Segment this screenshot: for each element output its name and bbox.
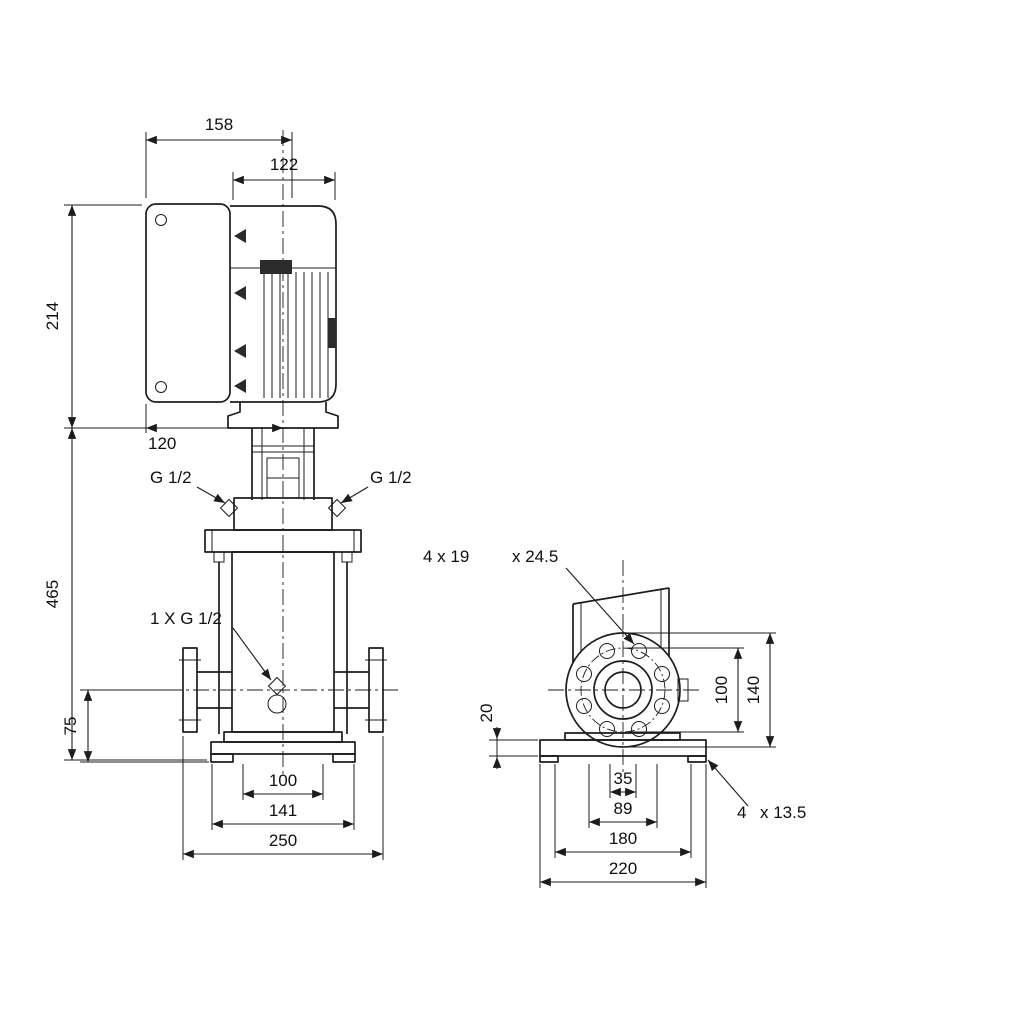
flange-outer-circle <box>565 632 681 748</box>
discharge-flange <box>368 647 384 733</box>
staybolt-nut <box>213 551 225 563</box>
dim-250-label: 250 <box>269 831 297 850</box>
dim-140-label: 140 <box>744 676 763 704</box>
control-box <box>145 203 231 403</box>
motor-fins <box>263 272 329 398</box>
dim-100-side-label: 100 <box>712 676 731 704</box>
label-drain-port: 1 X G 1/2 <box>150 609 222 628</box>
pump-foot-side <box>564 732 681 741</box>
label-g12-right: G 1/2 <box>370 468 412 487</box>
dim-180-label: 180 <box>609 829 637 848</box>
baseplate-side <box>539 739 707 757</box>
dim-465-label: 465 <box>43 580 62 608</box>
side-plug-tab <box>677 678 689 702</box>
terminal-block <box>260 260 292 274</box>
label-flange-holes-a: 4 x 19 <box>423 547 469 566</box>
side-view <box>539 560 707 776</box>
dim-100-front-label: 100 <box>269 771 297 790</box>
clip-icons <box>234 229 246 393</box>
suction-flange <box>182 647 198 733</box>
dim-214-label: 214 <box>43 302 62 330</box>
dim-20-label: 20 <box>477 704 496 723</box>
flange-face <box>565 632 689 748</box>
dim-120-label: 120 <box>148 434 176 453</box>
raised-face-circle <box>593 660 653 720</box>
coupling-section <box>251 428 315 500</box>
base-side <box>539 732 707 763</box>
screw-icon <box>155 381 167 393</box>
staybolts <box>218 562 348 734</box>
dim-75-label: 75 <box>61 717 80 736</box>
dim-89-label: 89 <box>614 799 633 818</box>
front-view <box>145 130 400 774</box>
dim-141-label: 141 <box>269 801 297 820</box>
dim-220-label: 220 <box>609 859 637 878</box>
port-flanges <box>179 647 387 733</box>
label-g12-left: G 1/2 <box>150 468 192 487</box>
vent-plug-left <box>219 498 239 518</box>
bolt-circle <box>580 647 666 733</box>
front-view-dimensions: 158 122 214 465 120 G 1/2 G 1/2 1 X G 1/… <box>43 115 412 860</box>
label-flange-holes-b: x 24.5 <box>512 547 558 566</box>
label-base-holes-a: 4 <box>737 803 746 822</box>
dim-35-label: 35 <box>614 769 633 788</box>
nameplate <box>328 318 336 348</box>
baseplate <box>210 741 356 755</box>
base-front <box>210 731 356 763</box>
staybolt-nut <box>341 551 353 563</box>
label-base-holes-b: x 13.5 <box>760 803 806 822</box>
side-view-dimensions: 4 x 19 x 24.5 20 100 140 35 89 180 220 <box>423 547 806 888</box>
vent-plug-right <box>327 498 347 518</box>
dim-158-label: 158 <box>205 115 233 134</box>
dim-122-label: 122 <box>270 155 298 174</box>
bore-circle <box>604 671 642 709</box>
bolt-holes <box>576 643 670 737</box>
gauge-boss <box>267 694 287 714</box>
screw-icon <box>155 214 167 226</box>
motor <box>230 205 337 403</box>
drain-plug <box>267 676 287 696</box>
side-column <box>572 587 670 663</box>
